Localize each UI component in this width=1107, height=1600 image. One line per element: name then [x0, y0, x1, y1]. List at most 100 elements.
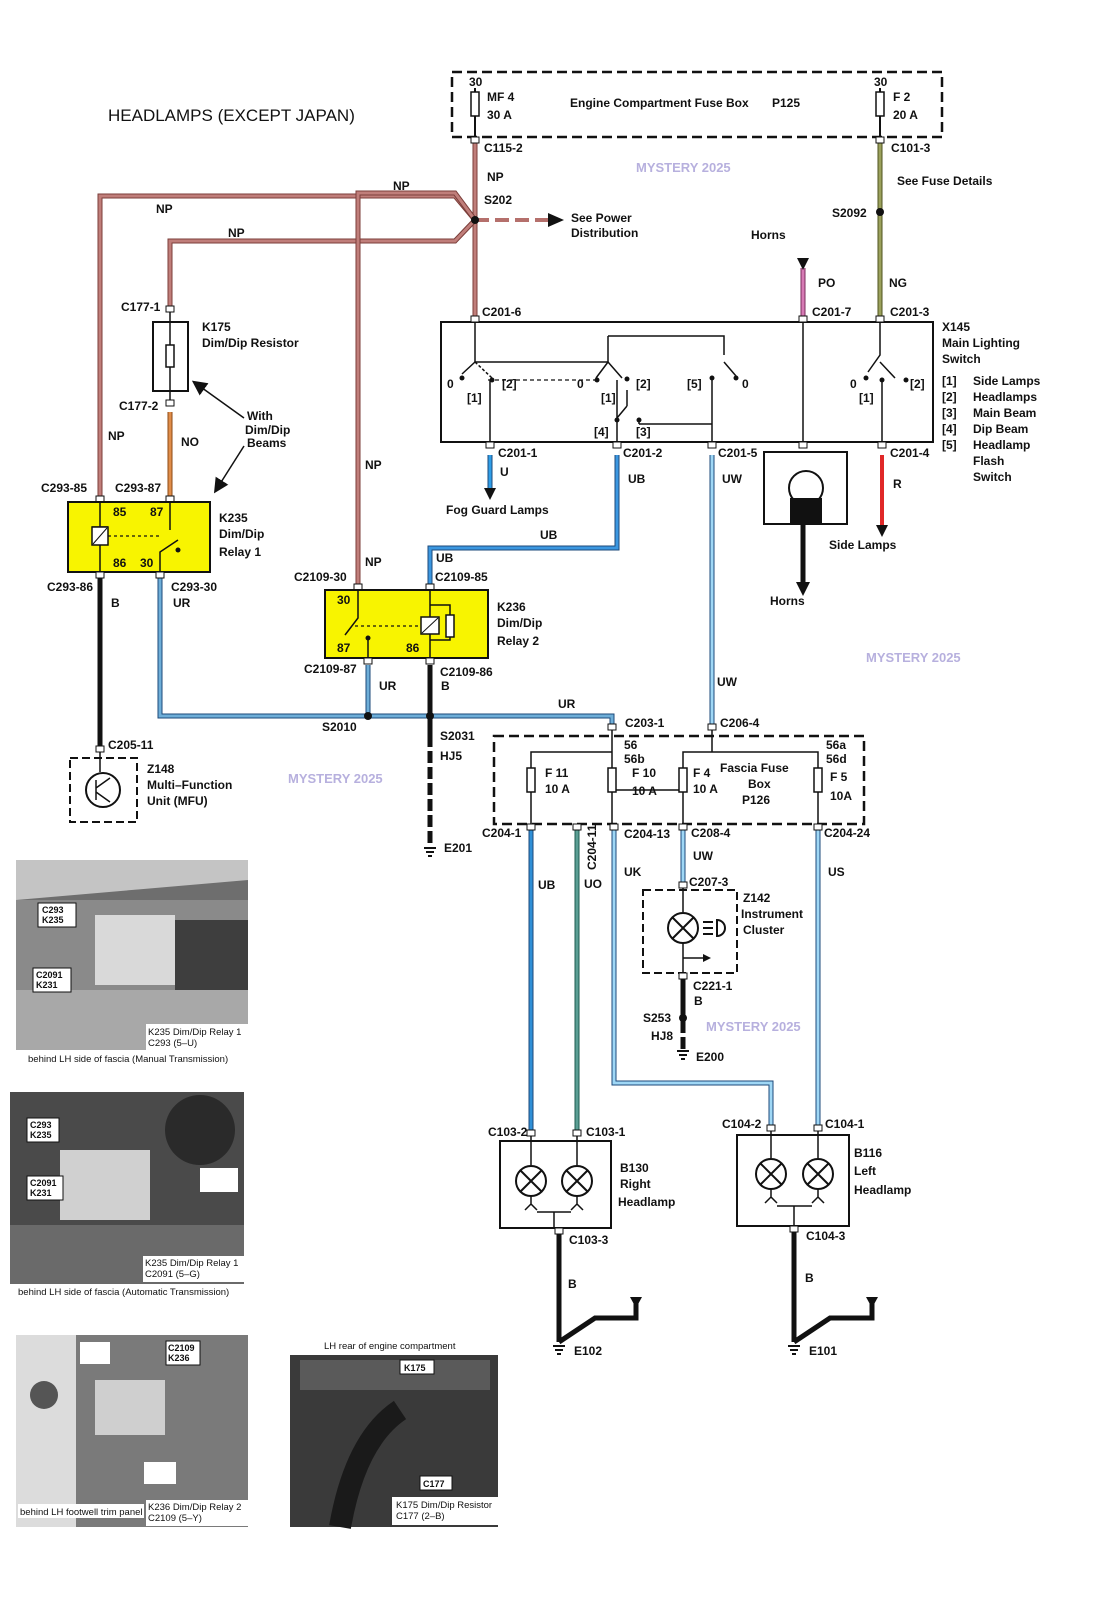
fascia-pin56: 56 [624, 738, 638, 752]
label-b-e102: B [568, 1277, 577, 1291]
x145-line1: Main Lighting [942, 336, 1020, 350]
splice-s2010-label: S2010 [322, 720, 357, 734]
fuse-f10: F 10 [632, 766, 656, 780]
x145-pos0-a: 0 [447, 377, 454, 391]
ground-e201: E201 [424, 841, 472, 857]
photo4-head: LH rear of engine compartment [324, 1341, 456, 1352]
photo-1: C293 K235 C2091 K231 K235 Dim/Dip Relay … [16, 860, 248, 1065]
arrow-horns-out [796, 582, 810, 596]
photo1-tag1a: C293 [42, 905, 64, 915]
photo-2: C293 K235 C2091 K231 K235 Dim/Dip Relay … [10, 1092, 244, 1298]
c204-24: C204-24 [824, 826, 870, 840]
fuse-f2-pin: 30 [874, 75, 888, 89]
fuse-f11-rating: 10 A [545, 782, 570, 796]
photo3-tag1a: C2109 [168, 1343, 195, 1353]
c201-7: C201-7 [812, 305, 852, 319]
arrow-fog [484, 488, 496, 500]
c201-1: C201-1 [498, 446, 538, 460]
c201-2: C201-2 [623, 446, 663, 460]
fascia-pin56d: 56d [826, 752, 847, 766]
k235-code: K235 [219, 511, 248, 525]
x145-pos0-b: 0 [577, 377, 584, 391]
c203-1: C203-1 [625, 716, 665, 730]
label-b-relay2: B [441, 679, 450, 693]
watermark-3: MYSTERY 2025 [288, 771, 383, 786]
e101: E101 [809, 1344, 837, 1358]
c177-1: C177-1 [121, 300, 161, 314]
splice-s2092 [876, 208, 884, 216]
c2109-85: C2109-85 [435, 570, 488, 584]
photo-4: LH rear of engine compartment K175 C177 … [290, 1337, 498, 1529]
c104-3: C104-3 [806, 1229, 846, 1243]
x145-pos1-a: [1] [467, 391, 482, 405]
label-ng: NG [889, 276, 907, 290]
photo4-cap1: K175 Dim/Dip Resistor [396, 1500, 492, 1511]
k175-code: K175 [202, 320, 231, 334]
x145-switch: C201-6 C201-7 C201-3 0 [1] [2] 0 [1] [2]… [440, 305, 1020, 460]
watermark-4: MYSTERY 2025 [706, 1019, 801, 1034]
k235-relay: C293-85 C293-87 85 87 86 30 K235 Dim/Dip… [41, 481, 264, 594]
x145-pos2-d: [2] [910, 377, 925, 391]
c201-5: C201-5 [718, 446, 758, 460]
label-np-k235: NP [108, 429, 125, 443]
arrow-side-lamps [876, 525, 888, 537]
label-np-left: NP [156, 202, 173, 216]
k236-code: K236 [497, 600, 526, 614]
fascia-fuse-box: C203-1 C206-4 56 56b 56a 56d F 11 10 A F… [482, 716, 870, 870]
label-ub-out: UB [538, 878, 556, 892]
k236-pin87: 87 [337, 641, 351, 655]
side-lamps-label: Side Lamps [829, 538, 897, 552]
legend-value: Headlamp [973, 438, 1030, 452]
z148-line1: Multi–Function [147, 778, 232, 792]
splice-s2031-label: S2031 [440, 729, 475, 743]
c201-4: C201-4 [890, 446, 930, 460]
fuse-mf4-name: MF 4 [487, 90, 515, 104]
legend-key: [3] [942, 406, 957, 420]
fuse-f5: F 5 [830, 770, 848, 784]
fuse-f5-rating: 10A [830, 789, 852, 803]
x145-line2: Switch [942, 352, 981, 366]
splice-s253-label: S253 [643, 1011, 671, 1025]
z148-line2: Unit (MFU) [147, 794, 208, 808]
distribution: Distribution [571, 226, 638, 240]
label-ub-x145: UB [628, 472, 646, 486]
note-with: With [247, 409, 273, 423]
k235-line2: Relay 1 [219, 545, 261, 559]
splice-s2010 [364, 712, 372, 720]
photo1-cap2: C293 (5–U) [148, 1038, 197, 1049]
legend-value: Main Beam [973, 406, 1036, 420]
label-po: PO [818, 276, 835, 290]
fog-lamps: Fog Guard Lamps [446, 503, 549, 517]
c103-1: C103-1 [586, 1125, 626, 1139]
z142-line1: Instrument [741, 907, 803, 921]
photo3-cap1: K236 Dim/Dip Relay 2 [148, 1502, 241, 1513]
z142-cluster: C207-3 Z142 Instrument Cluster C221-1 [642, 875, 803, 993]
photo2-tag2a: C2091 [30, 1178, 57, 1188]
diagram-title: HEADLAMPS (EXCEPT JAPAN) [108, 106, 355, 125]
photo2-below: behind LH side of fascia (Automatic Tran… [18, 1287, 229, 1298]
k235-pin30: 30 [140, 556, 154, 570]
c221-1: C221-1 [693, 979, 733, 993]
z142-line2: Cluster [743, 923, 785, 937]
fascia-pin56b: 56b [624, 752, 645, 766]
label-no: NO [181, 435, 199, 449]
c2109-87: C2109-87 [304, 662, 357, 676]
ground-e102: E102 [553, 1344, 602, 1358]
k236-pin86: 86 [406, 641, 420, 655]
fuse-f4: F 4 [693, 766, 711, 780]
label-hj5: HJ5 [440, 749, 462, 763]
ground-e200: E200 [677, 1050, 724, 1064]
c293-87: C293-87 [115, 481, 161, 495]
legend-key: [2] [942, 390, 957, 404]
e102: E102 [574, 1344, 602, 1358]
c2109-86: C2109-86 [440, 665, 493, 679]
label-b-mfu: B [111, 596, 120, 610]
k235-line1: Dim/Dip [219, 527, 264, 541]
k236-line2: Relay 2 [497, 634, 539, 648]
label-ur-relay2: UR [379, 679, 397, 693]
label-ur-k235: UR [173, 596, 191, 610]
legend-value: Flash [973, 454, 1004, 468]
engine-fuse-box-code: P125 [772, 96, 800, 110]
e200: E200 [696, 1050, 724, 1064]
